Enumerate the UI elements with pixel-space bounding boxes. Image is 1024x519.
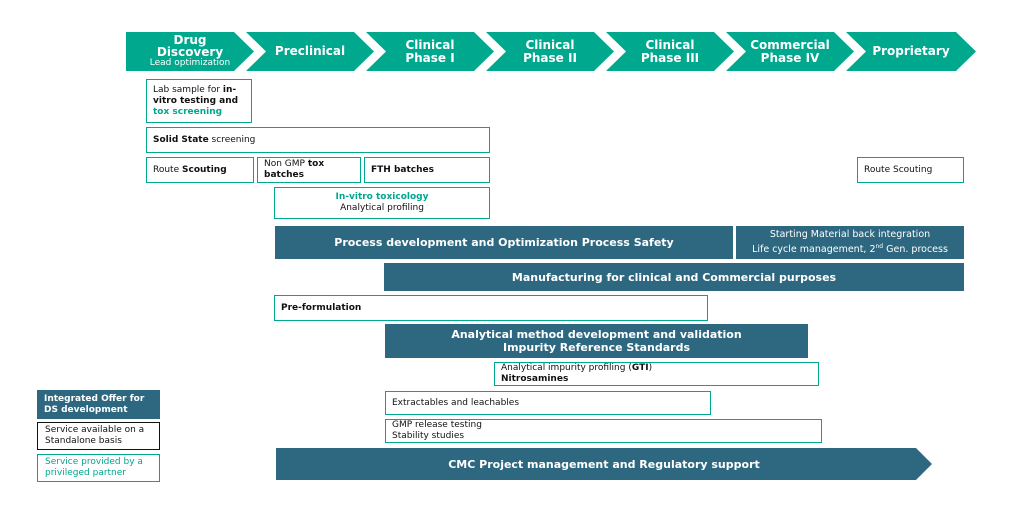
- paren-text: ): [648, 363, 653, 373]
- phase-label: Preclinical: [274, 44, 346, 58]
- extractables-box: Extractables and leachables: [385, 391, 711, 415]
- phase-label-2: Phase III: [640, 50, 700, 65]
- cmc-text: CMC Project management and Regulatory su…: [448, 457, 760, 471]
- batches-bold: batches: [264, 170, 305, 180]
- phase-sub: Lead optimization: [149, 58, 231, 68]
- starting-material-box: Starting Material back integration Life …: [736, 226, 964, 259]
- legend-integrated-line1: Integrated Offer for: [44, 393, 145, 404]
- phase-label: Commercial: [750, 37, 830, 52]
- lab-sample-line: Lab sample for in-vitro testing and: [153, 85, 245, 107]
- scouting-bold: Scouting: [182, 164, 227, 175]
- analytical-method-line2: Impurity Reference Standards: [503, 341, 690, 354]
- phase-label: Clinical: [645, 37, 695, 52]
- phase-label: Drug Discovery: [156, 33, 224, 59]
- phase-clinical-2: Clinical Phase II: [486, 32, 614, 71]
- gen-text: Gen. process: [883, 244, 948, 256]
- gmp-release-box: GMP release testing Stability studies: [385, 419, 822, 443]
- preformulation-box: Pre-formulation: [274, 295, 708, 321]
- analytical-method-box: Analytical method development and valida…: [385, 324, 808, 358]
- phase-label: Clinical: [525, 37, 575, 52]
- tox-screening-text: tox screening: [153, 106, 223, 117]
- starting-material-line2: Life cycle management, 2nd Gen. process: [752, 241, 948, 256]
- fth-text: FTH batches: [371, 164, 434, 175]
- legend-standalone-line1: Service available on a: [45, 425, 145, 435]
- tox-bold: tox: [307, 159, 325, 169]
- route-scouting-left-box: Route Scouting: [146, 157, 254, 183]
- phase-label: Clinical: [405, 37, 455, 52]
- lcm-text: Life cycle management, 2: [752, 244, 876, 256]
- gti-bold: GTI: [631, 363, 649, 373]
- lab-sample-box: Lab sample for in-vitro testing and tox …: [146, 79, 252, 123]
- legend-standalone-line2: Standalone basis: [45, 436, 122, 446]
- nitrosamines-bold: Nitrosamines: [501, 374, 569, 384]
- phase-clinical-3: Clinical Phase III: [606, 32, 734, 71]
- phase-preclinical: Preclinical: [246, 32, 374, 71]
- solid-state-bold: Solid State: [153, 134, 209, 145]
- non-gmp-text: Non GMP: [264, 159, 308, 169]
- impurity-text: Analytical impurity profiling (: [501, 363, 632, 373]
- legend-partner-line1: Service provided by a: [45, 457, 143, 467]
- phase-clinical-1: Clinical Phase I: [366, 32, 494, 71]
- phase-label: Proprietary: [872, 44, 950, 58]
- invitro-sub: Analytical profiling: [340, 203, 424, 213]
- route-scouting-text: Route Scouting: [864, 164, 933, 175]
- sup-text: nd: [875, 242, 884, 250]
- extractables-text: Extractables and leachables: [392, 397, 520, 408]
- analytical-method-line1: Analytical method development and valida…: [451, 328, 742, 341]
- route-text: Route: [153, 164, 182, 175]
- process-dev-text: Process development and Optimization Pro…: [334, 236, 674, 249]
- route-scouting-right-box: Route Scouting: [857, 157, 964, 183]
- gmp-release-line1: GMP release testing: [392, 420, 482, 430]
- fth-batches-box: FTH batches: [364, 157, 490, 183]
- invitro-box: In-vitro toxicology Analytical profiling: [274, 187, 490, 219]
- phase-proprietary: Proprietary: [846, 32, 976, 71]
- phase-commercial-4: Commercial Phase IV: [726, 32, 854, 71]
- solid-state-box: Solid State screening: [146, 127, 490, 153]
- phase-label-2: Phase IV: [760, 50, 820, 65]
- invitro-title: In-vitro toxicology: [335, 192, 429, 202]
- solid-state-text: screening: [208, 134, 256, 145]
- legend-integrated-line2: DS development: [44, 404, 128, 415]
- lab-sample-text: Lab sample for: [153, 84, 223, 95]
- starting-material-line1: Starting Material back integration: [769, 228, 931, 240]
- lab-sample-bold: in-vitro testing and: [153, 84, 239, 106]
- impurity-line1: Analytical impurity profiling (GTI): [501, 363, 652, 374]
- manufacturing-text: Manufacturing for clinical and Commercia…: [511, 270, 837, 284]
- impurity-profiling-box: Analytical impurity profiling (GTI) Nitr…: [494, 362, 819, 386]
- non-gmp-line: Non GMP tox: [264, 159, 324, 170]
- manufacturing-box: Manufacturing for clinical and Commercia…: [384, 263, 964, 291]
- phase-label-2: Phase I: [405, 50, 455, 65]
- legend-integrated: Integrated Offer for DS development: [37, 390, 160, 419]
- preformulation-text: Pre-formulation: [281, 302, 362, 313]
- process-dev-box: Process development and Optimization Pro…: [275, 226, 733, 259]
- phase-drug-discovery: Drug Discovery Lead optimization: [126, 32, 254, 71]
- legend-standalone: Service available on a Standalone basis: [37, 422, 160, 450]
- legend-partner: Service provided by a privileged partner: [37, 454, 160, 482]
- non-gmp-box: Non GMP tox batches: [257, 157, 361, 183]
- legend-partner-line2: privileged partner: [45, 468, 126, 478]
- gmp-release-line2: Stability studies: [392, 431, 465, 441]
- cmc-arrow-bar: CMC Project management and Regulatory su…: [276, 448, 932, 480]
- phase-label-2: Phase II: [523, 50, 577, 65]
